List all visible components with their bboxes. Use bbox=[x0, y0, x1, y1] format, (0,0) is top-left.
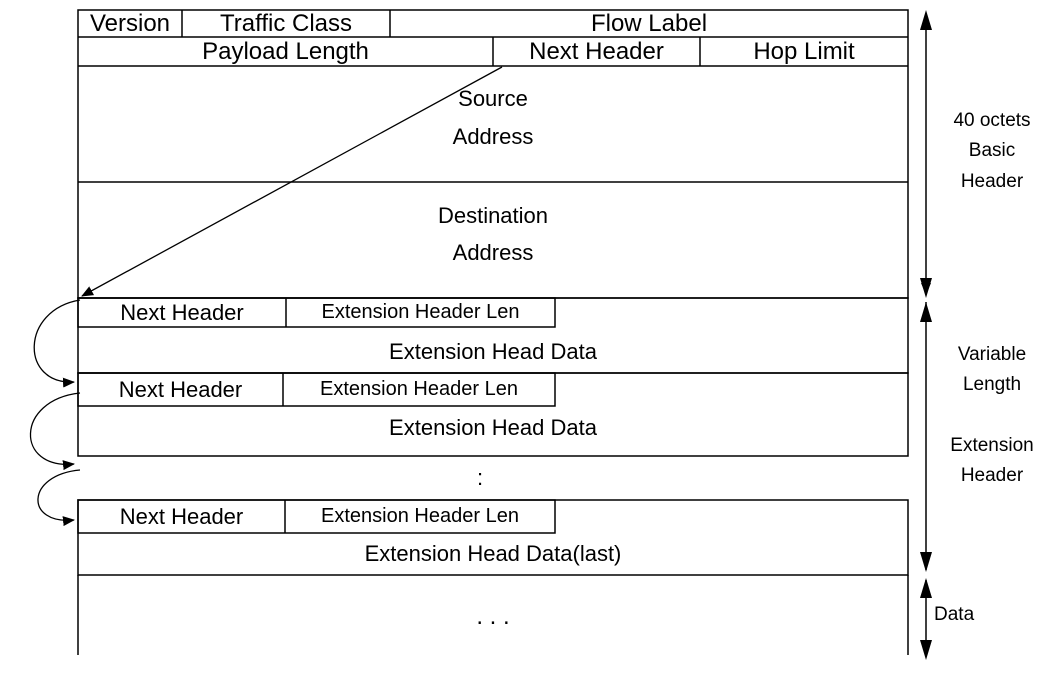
ext2-data-field: Extension Head Data bbox=[389, 415, 597, 441]
basic-label-line-1: 40 octets bbox=[953, 110, 1031, 131]
flow-label-field: Flow Label bbox=[590, 9, 708, 37]
traffic-class-field: Traffic Class bbox=[219, 9, 353, 37]
ext1-next-header-field: Next Header bbox=[120, 299, 244, 325]
ext3-next-header-field: Next Header bbox=[119, 503, 244, 529]
variable-label-line-5: Header bbox=[960, 465, 1024, 487]
data-side-label: Data bbox=[934, 604, 975, 625]
ext2-next-header-field: Next Header bbox=[118, 376, 243, 402]
source-address-label-2: Address bbox=[452, 124, 534, 150]
payload-length-field: Payload Length bbox=[202, 37, 369, 65]
variable-length-side-label: Variable Length Extension Header bbox=[928, 340, 1056, 492]
variable-label-line-2: Length bbox=[962, 374, 1022, 396]
next-header-pointer-arrow bbox=[81, 66, 503, 297]
ext3-header-len-field: Extension Header Len bbox=[321, 505, 519, 527]
next-header-field: Next Header bbox=[529, 37, 664, 65]
destination-address-label-2: Address bbox=[452, 240, 534, 266]
ext2-header-len-field: Extension Header Len bbox=[320, 378, 518, 400]
basic-label-line-2: Basic bbox=[968, 140, 1016, 162]
variable-label-line-1: Variable bbox=[957, 344, 1027, 365]
chain-arrow-1 bbox=[33, 299, 81, 388]
hop-limit-field: Hop Limit bbox=[753, 37, 855, 65]
source-address-label-1: Source bbox=[458, 86, 528, 112]
ext3-data-field: Extension Head Data(last) bbox=[364, 541, 622, 567]
variable-label-line-3 bbox=[928, 401, 1056, 431]
variable-label-line-4: Extension bbox=[950, 434, 1034, 456]
basic-header-side-label: 40 octets Basic Header bbox=[928, 106, 1056, 197]
basic-label-line-3: Header bbox=[960, 170, 1024, 192]
ext1-data-field: Extension Head Data bbox=[389, 339, 597, 365]
destination-address-label-1: Destination bbox=[437, 203, 549, 229]
vertical-ellipsis: : bbox=[476, 465, 484, 491]
chain-arrow-3 bbox=[37, 469, 81, 527]
version-field: Version bbox=[89, 9, 171, 37]
chain-arrow-2 bbox=[29, 392, 81, 471]
data-ellipsis: . . . bbox=[476, 603, 510, 630]
ext1-header-len-field: Extension Header Len bbox=[321, 301, 520, 323]
